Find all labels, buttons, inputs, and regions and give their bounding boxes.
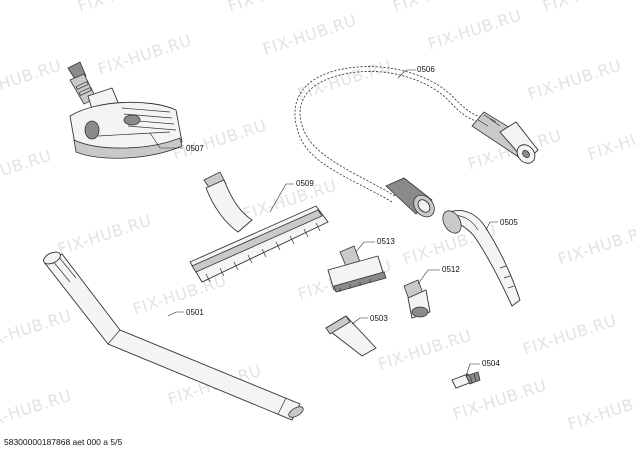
label-0505: 0505 [500,218,518,227]
label-0504: 0504 [482,359,500,368]
label-0509: 0509 [296,179,314,188]
watermark: FIX-HUB.RU [0,306,74,354]
label-0501: 0501 [186,308,204,317]
watermark: FIX-HUB.RU [375,326,474,374]
label-0512: 0512 [442,265,460,274]
watermark: FIX-HUB.RU [260,11,359,59]
hose-0506 [294,66,539,218]
upholstery-brush-0513 [327,245,387,293]
watermark: FIX-HUB.RU [540,0,636,16]
watermark: FIX-HUB.RU [75,0,174,16]
floor-nozzle-0507 [67,61,183,159]
watermark: FIX-HUB.RU [555,221,636,269]
label-0506: 0506 [417,65,435,74]
watermark: FIX-HUB.RU [520,311,619,359]
watermark: FIX-HUB.RU [0,386,74,434]
watermark: FIX-HUB.RU [565,386,636,434]
small-brush-0504 [451,371,481,389]
watermark: FIX-HUB.RU [130,271,229,319]
adapter-0512 [403,279,431,319]
watermark: FIX-HUB.RU [0,146,54,194]
watermark: FIX-HUB.RU [425,6,524,54]
crevice-tool-0503 [325,315,377,357]
watermark: FIX-HUB.RU [295,56,394,104]
label-0513: 0513 [377,237,395,246]
label-0503: 0503 [370,314,388,323]
watermark: FIX-HUB.RU [525,56,624,104]
handle-0505 [442,210,521,307]
watermark: FIX-HUB.RU [390,0,489,16]
watermark: FIX-HUB.RU [585,116,636,164]
watermark: FIX-HUB.RU [95,31,194,79]
hard-floor-nozzle-0509 [189,171,329,283]
document-footer: 58300000187868 aet 000 a 5/5 [4,437,122,447]
watermark: FIX-HUB.RU [170,116,269,164]
watermark: FIX-HUB.RU [0,56,64,104]
watermark: FIX-HUB.RU [225,0,324,16]
extension-tube-0501 [43,251,304,421]
watermark: FIX-HUB.RU [55,211,154,259]
label-0507: 0507 [186,144,204,153]
